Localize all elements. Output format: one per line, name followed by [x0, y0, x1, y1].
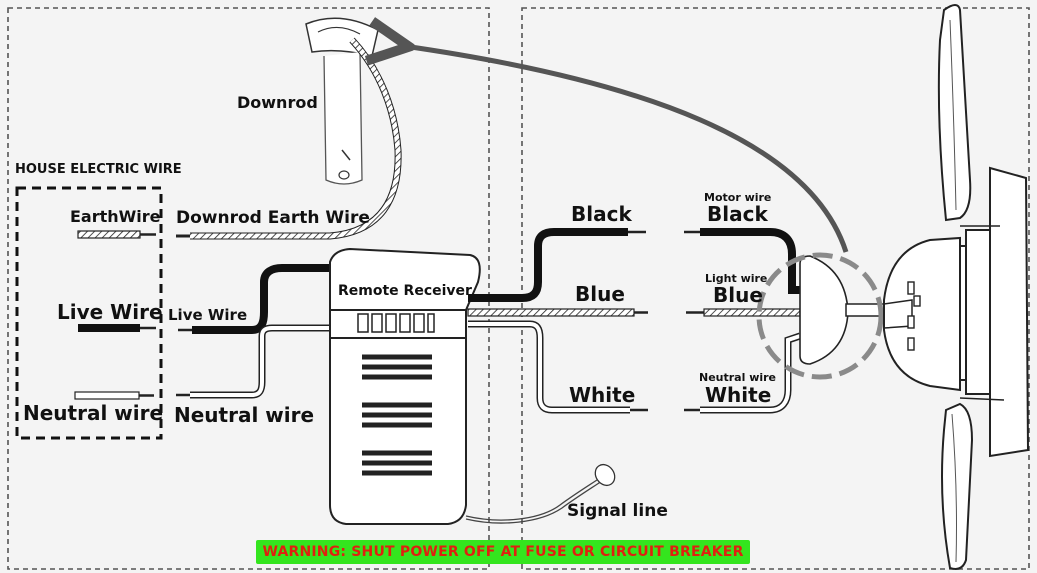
- label-blue-motor: Blue: [713, 283, 763, 307]
- downrod-earth-wire: [190, 37, 402, 240]
- label-neutral-wire-receiver: Neutral wire: [174, 403, 315, 427]
- label-live-wire-receiver: Live Wire: [168, 306, 248, 324]
- label-downrod-earth-wire: Downrod Earth Wire: [176, 208, 370, 228]
- left-panel-border: [7, 7, 490, 570]
- label-house-electric-wire: HOUSE ELECTRIC WIRE: [15, 162, 182, 177]
- motor-black-wire: [700, 228, 800, 294]
- signal-antenna-icon: [594, 463, 616, 487]
- output-blue-wire: [467, 308, 635, 317]
- label-white-output: White: [569, 383, 636, 407]
- label-white-motor: White: [705, 383, 772, 407]
- ceiling-fan-icon: [883, 4, 1030, 570]
- receiver-live-wire: [192, 264, 336, 334]
- warning-banner: WARNING: SHUT POWER OFF AT FUSE OR CIRCU…: [256, 540, 750, 564]
- label-blue-output: Blue: [575, 282, 625, 306]
- fan-hub-icon: [799, 255, 887, 365]
- label-earth-wire: EarthWire: [70, 207, 161, 226]
- label-motor-wire: Motor wire: [704, 191, 772, 204]
- label-black-output: Black: [571, 202, 632, 226]
- curved-arrow: [404, 46, 849, 253]
- motor-blue-wire: [703, 308, 801, 317]
- label-black-motor: Black: [707, 202, 768, 226]
- connection-highlight-circle: [756, 252, 884, 380]
- label-neutral-wire-motor: Neutral wire: [699, 371, 777, 384]
- house-neutral-wire: [74, 391, 140, 400]
- label-remote-receiver: Remote Receiver: [338, 283, 472, 299]
- label-live-wire-house: Live Wire: [57, 300, 163, 324]
- right-panel-border: [521, 7, 1030, 570]
- remote-receiver-icon: [329, 247, 481, 525]
- label-light-wire: Light wire: [705, 272, 768, 285]
- output-black-wire: [468, 228, 628, 302]
- signal-line-wire: [465, 477, 601, 521]
- label-neutral-wire-house: Neutral wire: [23, 401, 164, 425]
- label-downrod: Downrod: [237, 93, 318, 112]
- label-signal-line: Signal line: [567, 501, 668, 521]
- house-wire-box: [15, 186, 163, 440]
- house-earth-wire: [77, 230, 141, 239]
